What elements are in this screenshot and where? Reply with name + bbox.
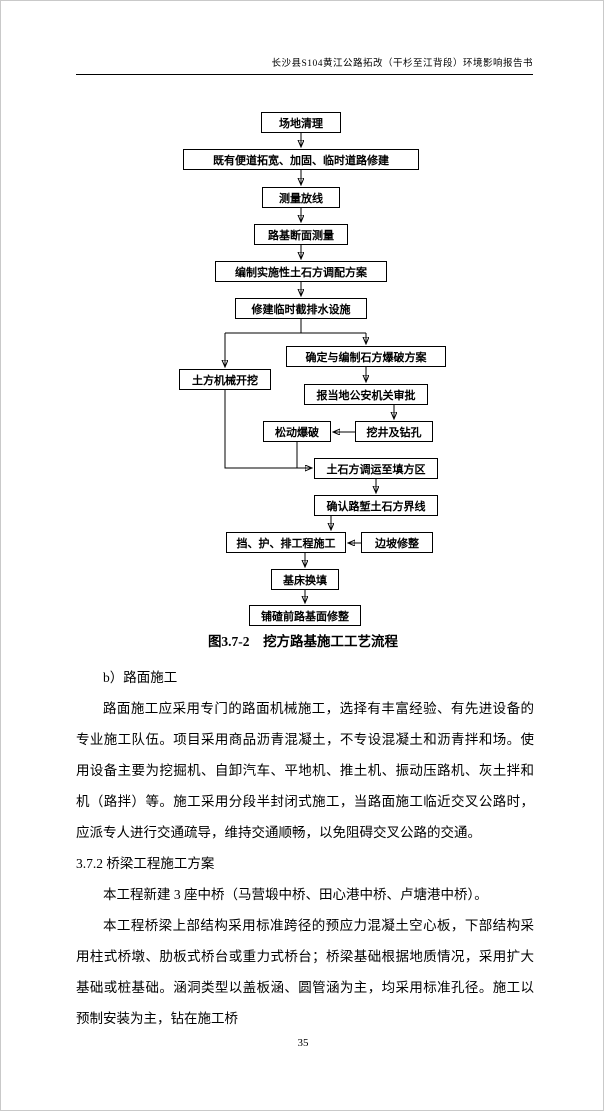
- page-header: 长沙县S104黄江公路拓改（干杉至江背段）环境影响报告书: [76, 55, 533, 75]
- flow-node-subgrade-replacement: 基床换填: [271, 569, 339, 590]
- flow-node-transport-to-fill-area: 土石方调运至填方区: [314, 458, 438, 479]
- flow-node-well-drilling: 挖井及钻孔: [355, 421, 433, 442]
- heading-3-7-2: 3.7.2 桥梁工程施工方案: [76, 856, 215, 871]
- flow-node-surface-finishing: 铺碴前路基面修整: [249, 605, 361, 626]
- flow-node-police-approval: 报当地公安机关审批: [304, 384, 428, 405]
- figure-caption: 图3.7-2 挖方路基施工工艺流程: [1, 630, 604, 650]
- flow-node-temporary-drainage: 修建临时截排水设施: [235, 298, 367, 319]
- paragraph-pavement-construction: 路面施工应采用专门的路面机械施工，选择有丰富经验、有先进设备的专业施工队伍。项目…: [76, 701, 534, 840]
- flow-node-retaining-drainage-works: 挡、护、排工程施工: [226, 532, 346, 553]
- header-title: 长沙县S104黄江公路拓改（干杉至江背段）环境影响报告书: [271, 59, 533, 69]
- flow-node-site-clearing: 场地清理: [261, 112, 341, 133]
- figure-caption-label: 图3.7-2: [207, 634, 250, 649]
- flow-node-loosening-blasting: 松动爆破: [263, 421, 331, 442]
- flow-node-roadbed-section-survey: 路基断面测量: [254, 224, 348, 245]
- flow-node-mechanical-excavation: 土方机械开挖: [179, 369, 271, 390]
- flow-node-survey-layout: 测量放线: [262, 187, 340, 208]
- flowchart-connectors: [1, 133, 604, 661]
- body-text: b）路面施工 路面施工应采用专门的路面机械施工，选择有丰富经验、有先进设备的专业…: [76, 662, 534, 1034]
- figure-caption-title: 挖方路基施工工艺流程: [263, 634, 399, 649]
- flow-node-blasting-plan: 确定与编制石方爆破方案: [286, 346, 446, 367]
- flow-node-confirm-cut-boundary: 确认路堑土石方界线: [314, 495, 438, 516]
- paragraph-bridge-structure: 本工程桥梁上部结构采用标准跨径的预应力混凝土空心板，下部结构采用柱式桥墩、肋板式…: [76, 918, 534, 1026]
- section-b-heading: b）路面施工: [103, 670, 178, 685]
- page-number: 35: [297, 1037, 309, 1049]
- flow-node-earthwork-allocation-plan: 编制实施性土石方调配方案: [215, 261, 387, 282]
- flow-node-existing-road-widening: 既有便道拓宽、加固、临时道路修建: [183, 149, 419, 170]
- paragraph-bridges-overview: 本工程新建 3 座中桥（马营塅中桥、田心港中桥、卢塘港中桥）。: [103, 887, 488, 902]
- flow-node-slope-trimming: 边坡修整: [361, 532, 433, 553]
